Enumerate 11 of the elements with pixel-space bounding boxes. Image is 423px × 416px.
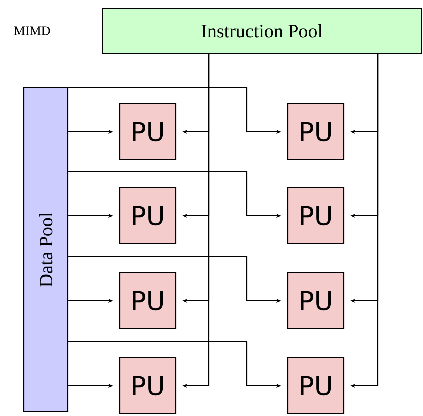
processing-unit-box: PU — [119, 187, 177, 245]
processing-unit-box: PU — [119, 357, 177, 415]
processing-unit-box: PU — [287, 357, 345, 415]
pool-box: Data Pool — [23, 87, 69, 413]
processing-unit-box: PU — [287, 272, 345, 330]
label: MIMD — [14, 26, 50, 36]
processing-unit-box: PU — [287, 103, 345, 161]
pool-box: Instruction Pool — [102, 8, 422, 54]
processing-unit-box: PU — [287, 187, 345, 245]
processing-unit-box: PU — [119, 103, 177, 161]
processing-unit-box: PU — [119, 272, 177, 330]
